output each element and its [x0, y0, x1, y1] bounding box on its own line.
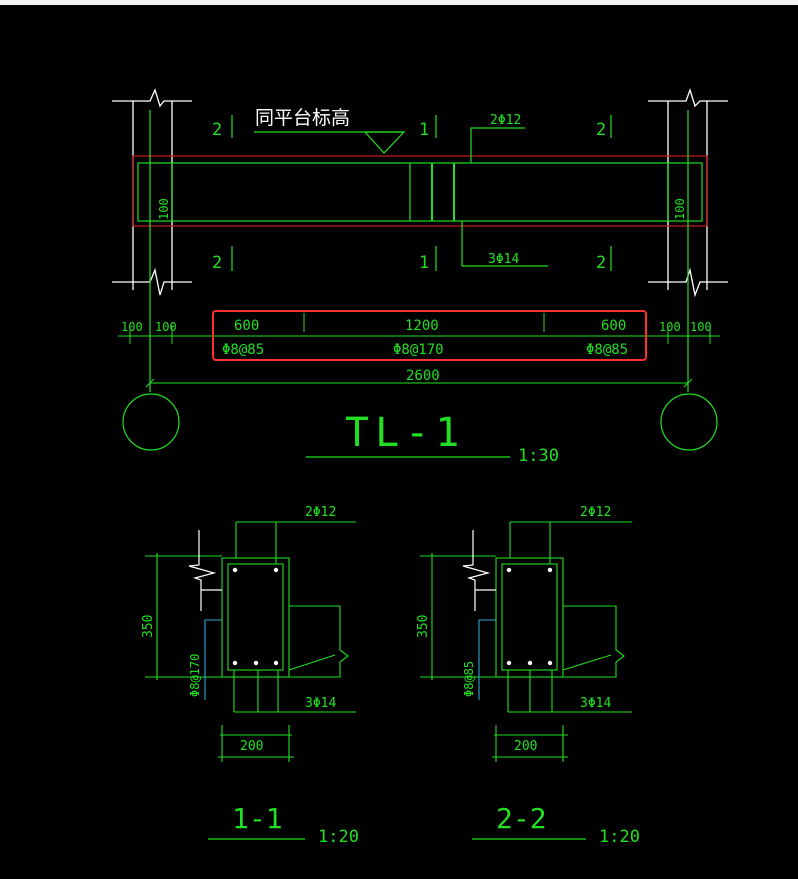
- section-1-1-bottom-bars: 3Φ14: [305, 696, 336, 711]
- section-2-2-stirrup: Φ8@85: [462, 661, 476, 697]
- bottom-bar-callout: 3Φ14: [488, 252, 519, 267]
- section-mark-bottom-mid: 1: [419, 253, 429, 273]
- section-2-2-name: 2-2: [496, 802, 547, 835]
- section-mark-bottom-right: 2: [596, 253, 606, 273]
- stirrup-left: Φ8@85: [222, 342, 264, 358]
- section-2-2-width: 200: [514, 739, 537, 754]
- section-2-2-bottom-bars: 3Φ14: [580, 696, 611, 711]
- edge-offset-4: 100: [690, 320, 712, 334]
- segment-length-left: 600: [234, 318, 259, 334]
- section-2-2-height: 350: [416, 615, 431, 638]
- section-1-1-height: 350: [141, 615, 156, 638]
- top-bar-callout: 2Φ12: [490, 113, 521, 128]
- segment-length-mid: 1200: [405, 318, 439, 334]
- beam-outline: [132, 155, 708, 227]
- section-1-1-stirrup: Φ8@170: [188, 654, 202, 697]
- axis-bubble-right: [660, 393, 718, 451]
- section-1-1-top-bars: 2Φ12: [305, 505, 336, 520]
- stirrup-right: Φ8@85: [586, 342, 628, 358]
- section-2-2-scale: 1:20: [599, 827, 640, 847]
- beam-body: [137, 162, 703, 222]
- drawing-title: TL-1 1:30: [306, 410, 559, 466]
- total-span: 2600: [406, 368, 440, 384]
- edge-offset-1: 100: [121, 320, 143, 334]
- section-mark-top-right: 2: [596, 120, 606, 140]
- cad-drawing-canvas[interactable]: 同平台标高 2Φ12 3Φ14 2 2 2 2 1 1 100 100 100 …: [0, 5, 798, 879]
- section-1-1-name: 1-1: [232, 802, 283, 835]
- axis-bubble-left: [122, 393, 180, 451]
- wall-width-right: 100: [673, 198, 687, 220]
- section-mark-top-mid: 1: [419, 120, 429, 140]
- section-1-1-width: 200: [240, 739, 263, 754]
- title-scale: 1:30: [518, 446, 559, 466]
- edge-offset-3: 100: [659, 320, 681, 334]
- left-wall: [112, 88, 192, 296]
- section-1-1: 2Φ12 3Φ14 350 Φ8@170 200 1-1 1:20: [141, 505, 359, 847]
- section-mark-top-left: 2: [212, 120, 222, 140]
- section-2-2: 2Φ12 3Φ14 350 Φ8@85 200 2-2 1:20: [416, 505, 640, 847]
- window-top-bar: [0, 0, 798, 5]
- edge-offset-2: 100: [155, 320, 177, 334]
- section-2-2-top-bars: 2Φ12: [580, 505, 611, 520]
- title-name: TL-1: [345, 410, 465, 456]
- level-triangle: [363, 131, 406, 154]
- section-mark-bottom-left: 2: [212, 253, 222, 273]
- segment-length-right: 600: [601, 318, 626, 334]
- stirrup-mid: Φ8@170: [393, 342, 444, 358]
- highlight-selection-box[interactable]: [212, 310, 647, 361]
- wall-width-left: 100: [157, 198, 171, 220]
- level-note: 同平台标高: [255, 107, 350, 129]
- section-1-1-scale: 1:20: [318, 827, 359, 847]
- beam-elevation: 同平台标高 2Φ12 3Φ14 2 2 2 2 1 1 100 100: [112, 87, 728, 392]
